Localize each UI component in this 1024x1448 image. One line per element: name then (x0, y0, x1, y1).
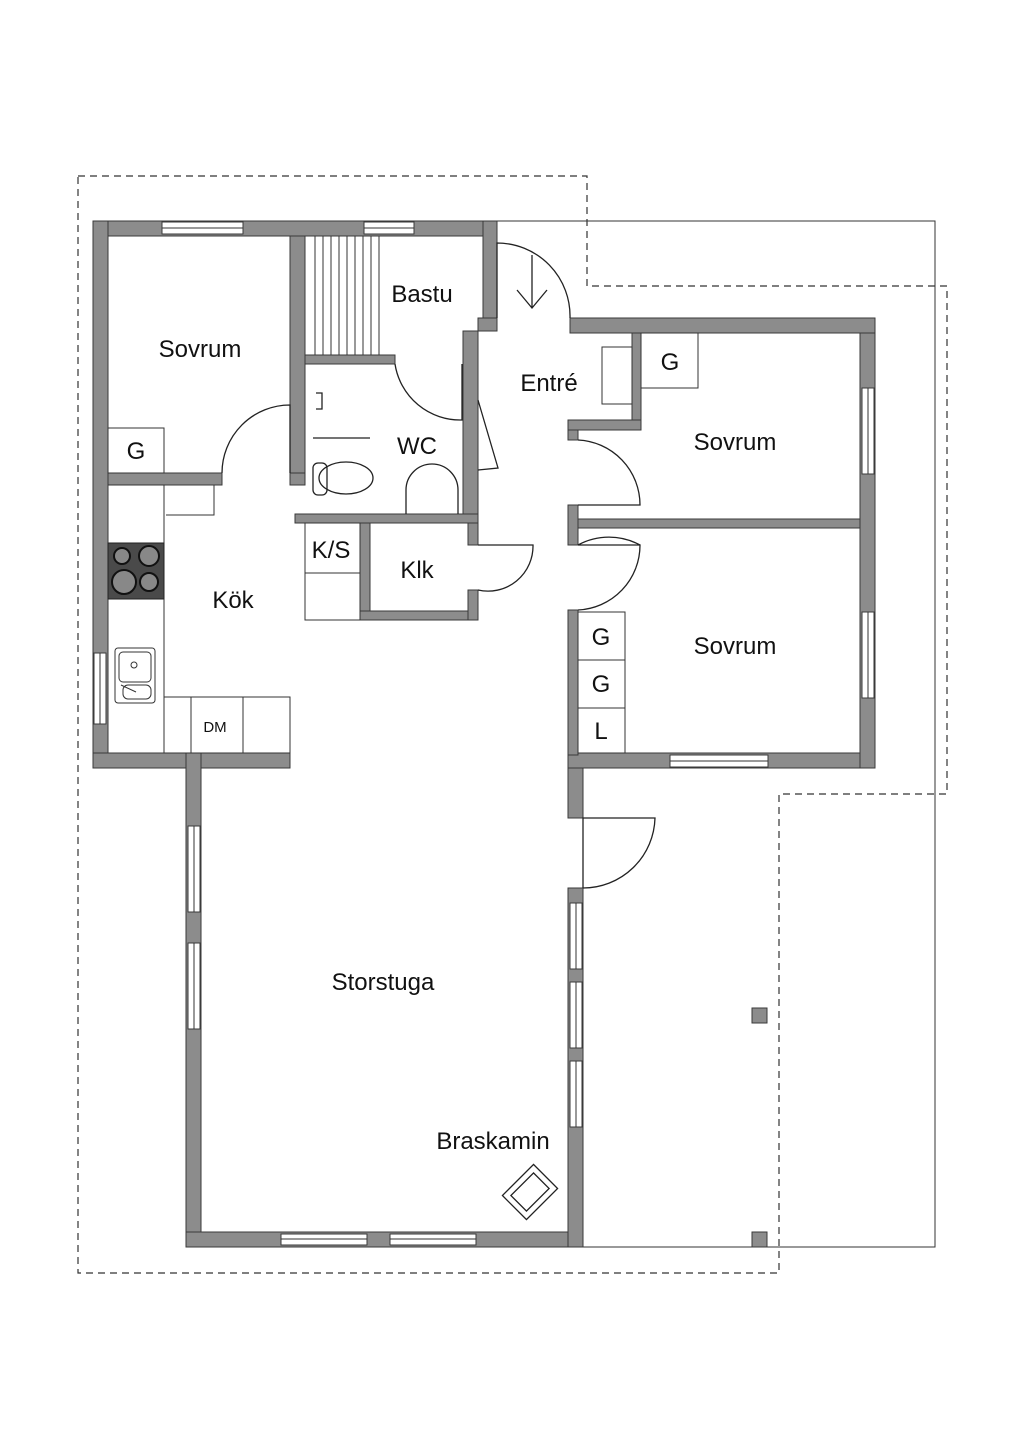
room-label-sovrum: Sovrum (694, 633, 777, 660)
room-label-bastu: Bastu (391, 281, 452, 308)
room-label-storstuga: Storstuga (332, 969, 435, 996)
closet-label-ks: K/S (312, 537, 351, 564)
closets (107, 332, 699, 754)
roof-outline (77, 175, 948, 1274)
room-label-sovrum: Sovrum (694, 429, 777, 456)
room-label-sovrum: Sovrum (159, 336, 242, 363)
kitchen-counter (108, 484, 291, 754)
room-label-entre: Entré (520, 370, 577, 397)
linen-closet-label: L (594, 718, 607, 745)
room-label-kok: Kök (212, 587, 254, 614)
wardrobe-label: G (127, 438, 146, 465)
wardrobe-label: G (592, 671, 611, 698)
wardrobe-label: G (592, 624, 611, 651)
post (751, 1231, 768, 1248)
room-label-klk: Klk (400, 557, 434, 584)
room-label-wc: WC (397, 433, 437, 460)
fireplace-label: Braskamin (436, 1128, 549, 1155)
shower-icon (313, 392, 370, 439)
windows (93, 221, 875, 1246)
sauna-bench (314, 236, 380, 355)
sink-icon (114, 647, 156, 704)
post (751, 1007, 768, 1024)
dishwasher-label: DM (203, 719, 226, 736)
doors[interactable] (221, 242, 656, 889)
wardrobe-label: G (661, 349, 680, 376)
toilet-icon (312, 461, 374, 496)
stove-icon (107, 542, 165, 600)
entrance-arrow-icon (516, 255, 548, 310)
washbasin-icon (405, 463, 459, 514)
fireplace-icon (501, 1163, 559, 1221)
